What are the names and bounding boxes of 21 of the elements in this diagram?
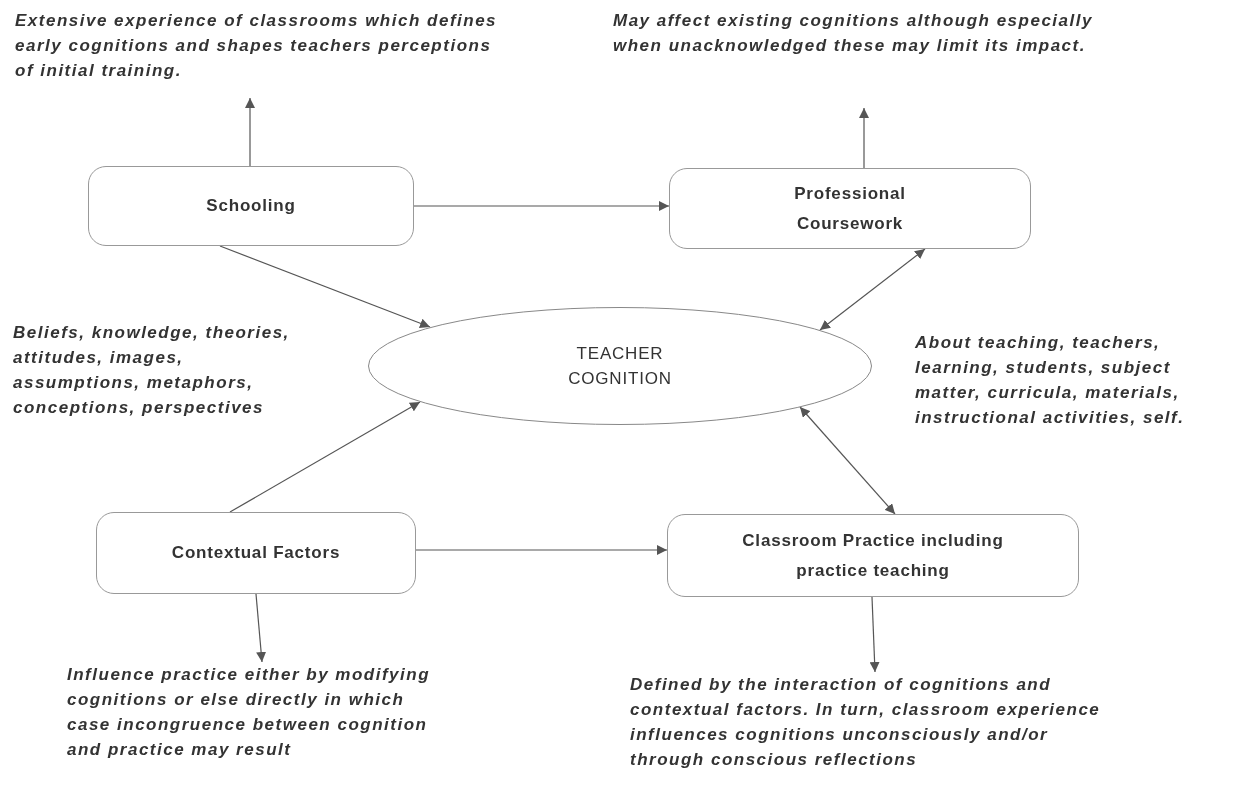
annotation-text: Extensive experience of classrooms which defines early cognitions and shapes teachers perceptions of initial training. <box>15 8 500 98</box>
arrow <box>219 245 431 329</box>
ellipse-label: TEACHER COGNITION <box>567 343 673 390</box>
process-box: Professional Coursework <box>669 168 1031 249</box>
arrow <box>415 545 668 555</box>
process-box: Classroom Practice including practice teaching <box>667 514 1079 597</box>
process-box: Schooling <box>88 166 414 246</box>
arrow <box>245 97 255 167</box>
arrow <box>413 201 670 211</box>
annotation-text: Beliefs, knowledge, theories, attitudes, images, assumptions, metaphors, conceptions, perspectives <box>13 322 291 419</box>
arrow <box>869 596 880 673</box>
annotation-text: About teaching, teachers, learning, students, subject matter, curricula, materials, instructional activities, self. <box>915 332 1186 429</box>
arrow <box>799 406 896 515</box>
arrow <box>255 593 267 663</box>
annotation-text: May affect existing cognitions although especially when unacknowledged these may limit its impact. <box>613 8 1103 108</box>
arrow <box>229 401 421 513</box>
annotation-text: Influence practice either by modifying cognitions or else directly in which case incongruence between cognition and practice may result <box>67 662 452 790</box>
annotation-text: Defined by the interaction of cognitions and contextual factors. In turn, classroom experience influences cognitions unconsciously and/or through conscious reflections <box>630 672 1110 792</box>
arrow <box>859 107 869 169</box>
process-box: Contextual Factors <box>96 512 416 594</box>
arrow <box>819 248 926 331</box>
